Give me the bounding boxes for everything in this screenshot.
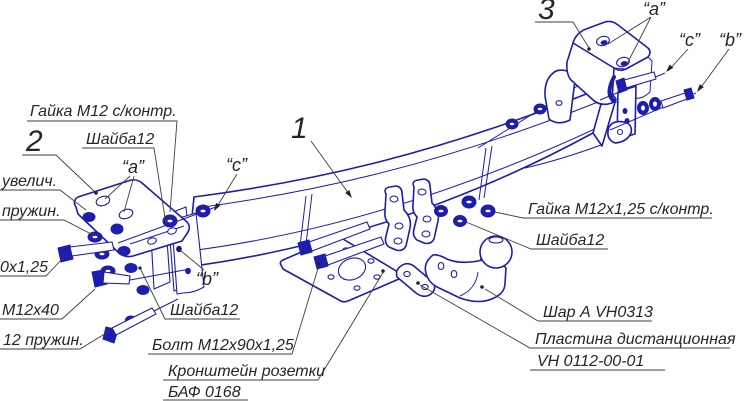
label-socket-bracket-code: БАФ 0168 <box>168 384 241 401</box>
callout-b-right: “b” <box>719 30 742 50</box>
label-distance-plate: Пластина дистанционная <box>535 331 736 348</box>
middle-hardware-washers-nuts <box>434 195 496 227</box>
callout-c-left: “с” <box>226 155 248 175</box>
arrowhead <box>666 64 674 72</box>
label-frag-uvelich: увелич. <box>1 173 57 190</box>
leader-lines <box>0 16 730 401</box>
label-distance-plate-code: VH 0112-00-01 <box>537 353 644 370</box>
part-number-2: 2 <box>25 125 43 158</box>
label-socket-bracket: Кронштейн розетки <box>168 363 325 380</box>
bolt-head <box>57 244 74 263</box>
label-frag-pruzhin: пружин. <box>2 203 61 220</box>
hanging-brackets <box>384 178 440 252</box>
label-washer12-left: Шайба12 <box>170 302 238 319</box>
label-frag-12pruzhin: 12 пружин. <box>3 332 84 349</box>
label-ball: Шар А VH0313 <box>543 304 653 321</box>
arrowhead <box>214 202 221 211</box>
label-bolt-m12x90: Болт М12х90х1,25 <box>152 337 294 354</box>
part-number-3: 3 <box>538 0 555 26</box>
label-nut-m12x125: Гайка М12х1,25 с/контр. <box>528 201 714 218</box>
part-number-1: 1 <box>291 112 308 145</box>
label-washer12-right: Шайба12 <box>536 232 604 249</box>
callout-a-right: “а” <box>643 0 666 19</box>
callout-a-left: “а” <box>122 157 145 177</box>
ball-sphere <box>479 235 513 269</box>
arrowhead <box>345 190 352 198</box>
arrowhead <box>697 84 704 92</box>
label-washer12-topleft: Шайба12 <box>86 131 154 148</box>
label-frag-m12x40: М12х40 <box>2 302 59 319</box>
long-bolts-m12x90 <box>297 221 385 270</box>
label-nut-m12: Гайка М12 с/контр. <box>30 103 177 120</box>
label-frag-0x125: 0х1,25 <box>0 259 48 276</box>
callout-b-left: “b” <box>196 269 219 289</box>
tow-ball-vh0313 <box>424 235 513 303</box>
left-bracket-part-2 <box>73 179 191 258</box>
right-bracket-part-3 <box>477 20 697 149</box>
callout-c-right: “с” <box>679 30 701 50</box>
